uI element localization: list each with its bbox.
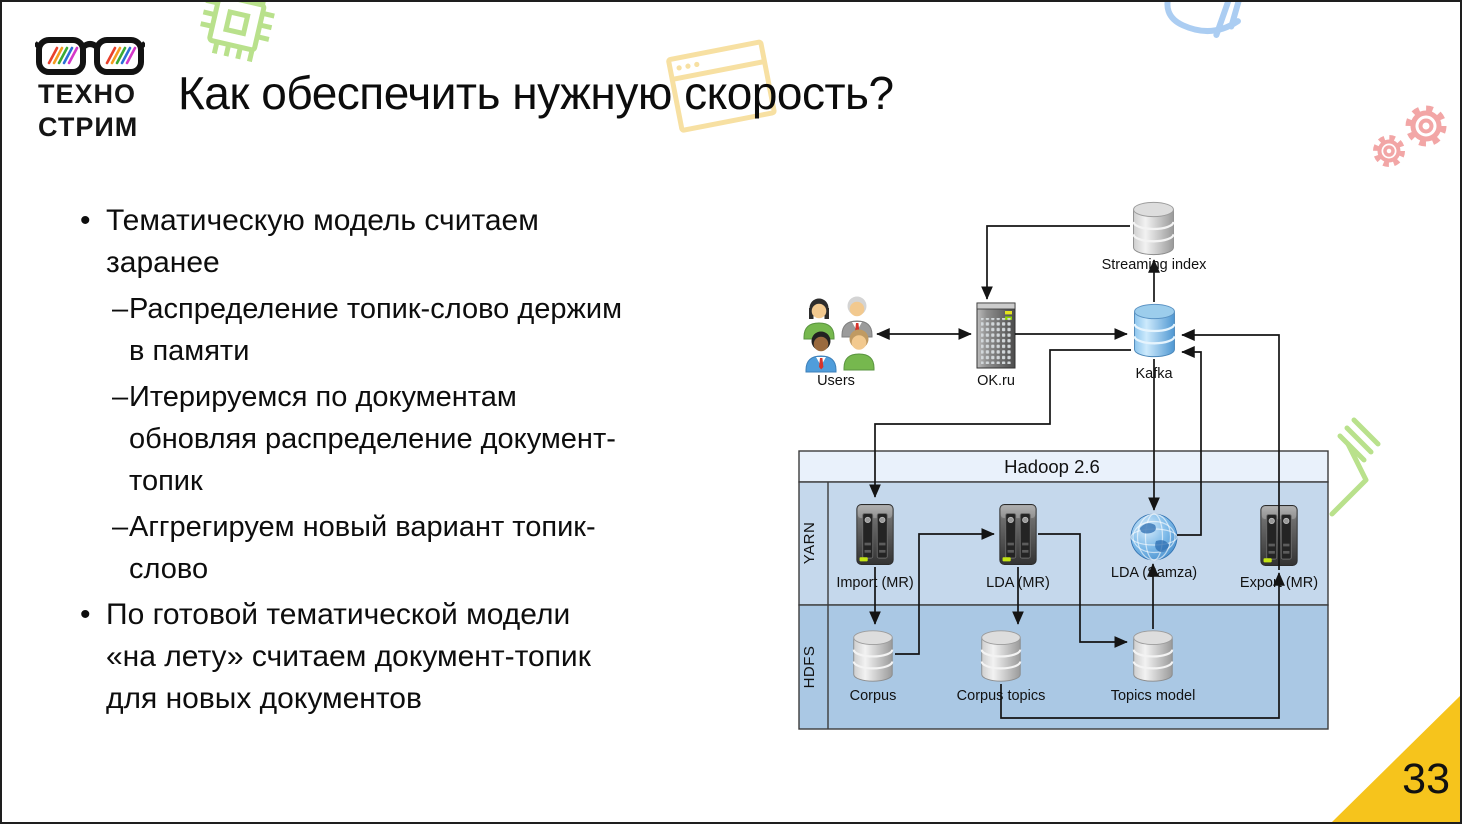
diagram-connectors (869, 225, 1285, 719)
bullet-line: Распределение топик-слово держим (129, 293, 623, 325)
label-okru: OK.ru (977, 373, 1015, 389)
bullet-item: • Тематическую модель считаем заранее (80, 200, 770, 284)
bullet-item: – Распределение топик-слово держим в пам… (112, 288, 770, 372)
lda-samza-globe-icon (1130, 513, 1178, 561)
hadoop-box: Hadoop 2.6 YARN HDFS (798, 450, 1329, 730)
users-icon (803, 296, 875, 373)
label-lda-samza: LDA (Samza) (1111, 565, 1197, 581)
chevron-icon (1329, 417, 1381, 517)
label-topics-model: Topics model (1111, 688, 1196, 704)
bullet-line: топик (129, 465, 203, 497)
chip-icon (200, 2, 275, 63)
bullet-line: заранее (106, 246, 220, 279)
label-users: Users (817, 373, 855, 389)
architecture-diagram: Hadoop 2.6 YARN HDFS (798, 201, 1329, 730)
bullet-item: • По готовой тематической модели «на лет… (80, 594, 770, 720)
label-hdfs: HDFS (801, 646, 818, 689)
topics-model-database-icon (1132, 629, 1174, 683)
bullet-marker: – (112, 511, 129, 543)
import-mr-server-icon (856, 504, 894, 565)
glasses-logo-icon (35, 37, 145, 75)
label-yarn: YARN (801, 522, 818, 565)
bullet-line: обновляя распределение документ- (129, 423, 616, 455)
bullet-line: По готовой тематической модели (106, 598, 571, 631)
logo-line-1: ТЕХНО (38, 79, 137, 109)
bullet-line: для новых документов (106, 682, 422, 715)
bullet-list: • Тематическую модель считаем заранее – … (80, 200, 770, 724)
page-number: 33 (1402, 755, 1450, 803)
logo-line-2: СТРИМ (38, 112, 139, 142)
okru-server-icon (976, 302, 1016, 369)
bullet-marker: – (112, 381, 129, 413)
bullet-line: Аггрегируем новый вариант топик- (129, 511, 596, 543)
bullet-marker: • (80, 204, 91, 237)
logo-text: ТЕХНО СТРИМ (38, 78, 138, 144)
bullet-marker: – (112, 293, 129, 325)
lda-mr-server-icon (999, 504, 1037, 565)
graduation-cap-icon (1164, 2, 1244, 38)
corpus-database-icon (852, 629, 894, 683)
bullet-line: Итерируемся по документам (129, 381, 517, 413)
corpus-topics-database-icon (980, 629, 1022, 683)
bullet-line: «на лету» считаем документ-топик (106, 640, 591, 673)
bullet-item: – Итерируемся по документам обновляя рас… (112, 376, 770, 502)
bullet-item: – Аггрегируем новый вариант топик- слово (112, 506, 770, 590)
bullet-line: Тематическую модель считаем (106, 204, 539, 237)
label-corpus: Corpus (850, 688, 897, 704)
bullet-line: слово (129, 553, 209, 585)
gears-icon (1373, 105, 1447, 167)
browser-window-icon (666, 39, 777, 133)
bullet-marker: • (80, 598, 91, 631)
label-hadoop: Hadoop 2.6 (1004, 456, 1100, 477)
bullet-line: в памяти (129, 335, 250, 367)
streaming-index-database-icon (1132, 201, 1175, 256)
kafka-database-icon (1133, 303, 1176, 358)
slide-title: Как обеспечить нужную скорость? (178, 67, 894, 119)
